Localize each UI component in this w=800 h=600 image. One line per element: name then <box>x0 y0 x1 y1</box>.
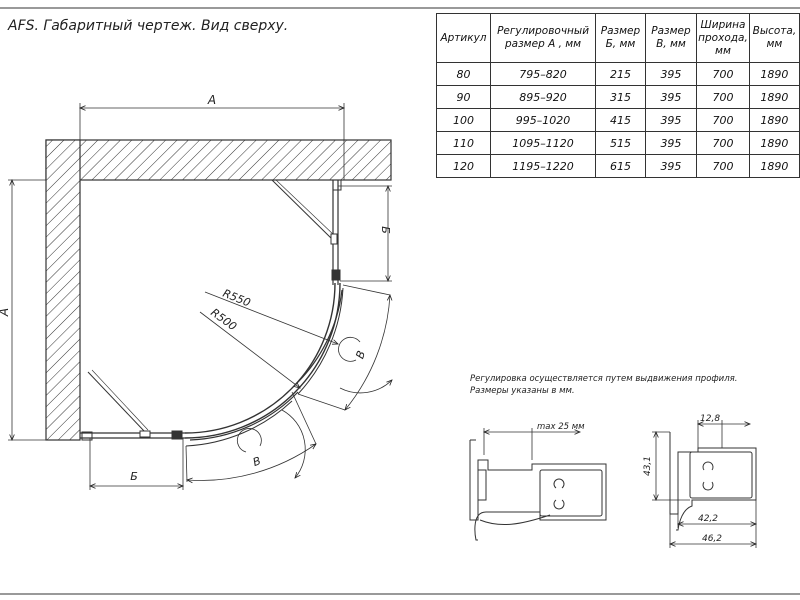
table-cell: 100 <box>436 108 491 132</box>
header-adjust-a: Регулировочный размер А , мм <box>489 13 597 63</box>
note-line-2: Размеры указаны в мм. <box>470 386 575 396</box>
table-cell: 215 <box>595 62 646 86</box>
table-cell: 615 <box>595 154 646 178</box>
table-cell: 395 <box>644 154 698 178</box>
table-cell: 1095–1120 <box>489 131 597 155</box>
table-cell: 795–820 <box>489 62 597 86</box>
header-size-v: Размер В, мм <box>644 13 698 63</box>
profile-dimension-section <box>652 420 756 548</box>
table-cell: 700 <box>696 131 750 155</box>
profile-max-label: max 25 мм <box>537 422 585 432</box>
dimensions-table: Артикул Регулировочный размер А , мм Раз… <box>436 13 800 178</box>
r500-label: R500 <box>208 306 239 333</box>
header-article: Артикул <box>436 13 491 63</box>
r550-label: R550 <box>221 287 252 310</box>
table-cell: 395 <box>644 108 698 132</box>
r550-leader <box>204 291 338 344</box>
table-cell: 1890 <box>748 85 800 109</box>
left-wall <box>45 139 81 441</box>
table-cell: 1890 <box>748 154 800 178</box>
table-cell: 1890 <box>748 131 800 155</box>
table-cell: 120 <box>436 154 491 178</box>
dim-v-bottom-arc <box>187 444 316 480</box>
profile-dim-height-label: 43,1 <box>643 456 653 476</box>
top-wall <box>45 139 392 181</box>
dim-a-left-label: A <box>0 308 11 317</box>
dim-v-right-label: В <box>353 349 368 361</box>
dim-v-right-arc <box>345 295 390 410</box>
table-cell: 700 <box>696 85 750 109</box>
table-cell: 80 <box>436 62 491 86</box>
table-cell: 1195–1220 <box>489 154 597 178</box>
table-cell: 395 <box>644 62 698 86</box>
table-cell: 90 <box>436 85 491 109</box>
profile-extended-section <box>469 428 607 541</box>
right-door-opening-line <box>271 179 334 241</box>
table-cell: 1890 <box>748 108 800 132</box>
rotation-arrow-right <box>338 336 361 362</box>
dim-b-right-label: Б <box>379 226 392 234</box>
table-cell: 515 <box>595 131 646 155</box>
table-cell: 700 <box>696 108 750 132</box>
rotation-arrow-bottom <box>237 428 262 453</box>
table-cell: 415 <box>595 108 646 132</box>
dim-v-bottom-label: В <box>251 454 263 469</box>
table-cell: 315 <box>595 85 646 109</box>
dim-a-top-label: A <box>207 93 216 107</box>
drawing-title: AFS. Габаритный чертеж. Вид сверху. <box>8 18 289 34</box>
profile-dim-outer-label: 46,2 <box>702 534 722 544</box>
header-passage-width: Ширина прохода, мм <box>696 13 750 63</box>
table-cell: 1890 <box>748 62 800 86</box>
note-line-1: Регулировка осуществляется путем выдвиже… <box>470 374 738 384</box>
table-cell: 700 <box>696 154 750 178</box>
profile-dim-inner-label: 42,2 <box>698 514 718 524</box>
table-cell: 700 <box>696 62 750 86</box>
table-cell: 395 <box>644 85 698 109</box>
table-cell: 895–920 <box>489 85 597 109</box>
profile-dim-top-label: 12,8 <box>700 414 720 424</box>
table-header-row: Артикул Регулировочный размер А , мм Раз… <box>436 13 800 63</box>
table-cell: 110 <box>436 131 491 155</box>
table-cell: 995–1020 <box>489 108 597 132</box>
header-height: Высота, мм <box>748 13 800 63</box>
dim-b-bottom-label: Б <box>130 470 138 483</box>
header-size-b: Размер Б, мм <box>595 13 646 63</box>
curved-glass-outer <box>184 282 341 439</box>
table-cell: 395 <box>644 131 698 155</box>
curved-glass-inner <box>184 282 336 434</box>
r500-leader <box>199 311 300 388</box>
left-door-opening-line <box>87 371 146 433</box>
